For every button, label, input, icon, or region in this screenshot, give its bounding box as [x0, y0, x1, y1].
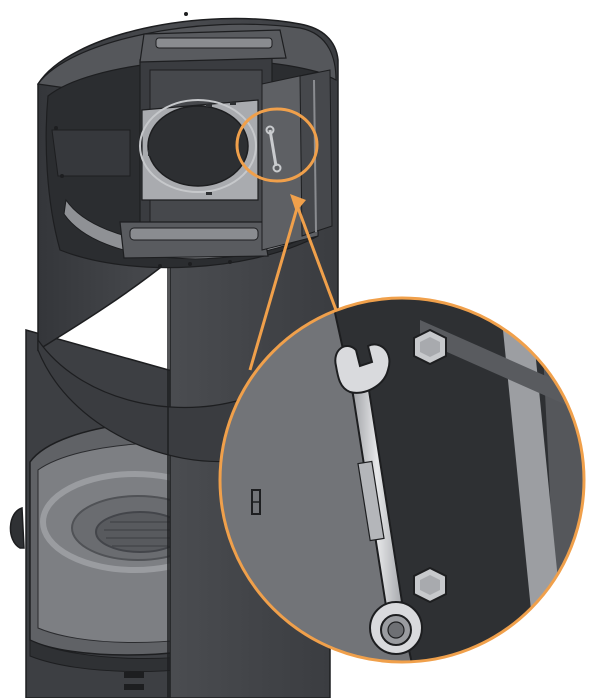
- callout-highlight-ring: [235, 107, 319, 183]
- wrench-icon: [334, 343, 423, 655]
- hex-nut-icon: [413, 328, 447, 366]
- callout-arrow-icon: [290, 194, 306, 212]
- hex-nut-icon: [413, 566, 447, 604]
- wrench-icon: [265, 125, 282, 173]
- callout-connector-lines: [248, 207, 338, 371]
